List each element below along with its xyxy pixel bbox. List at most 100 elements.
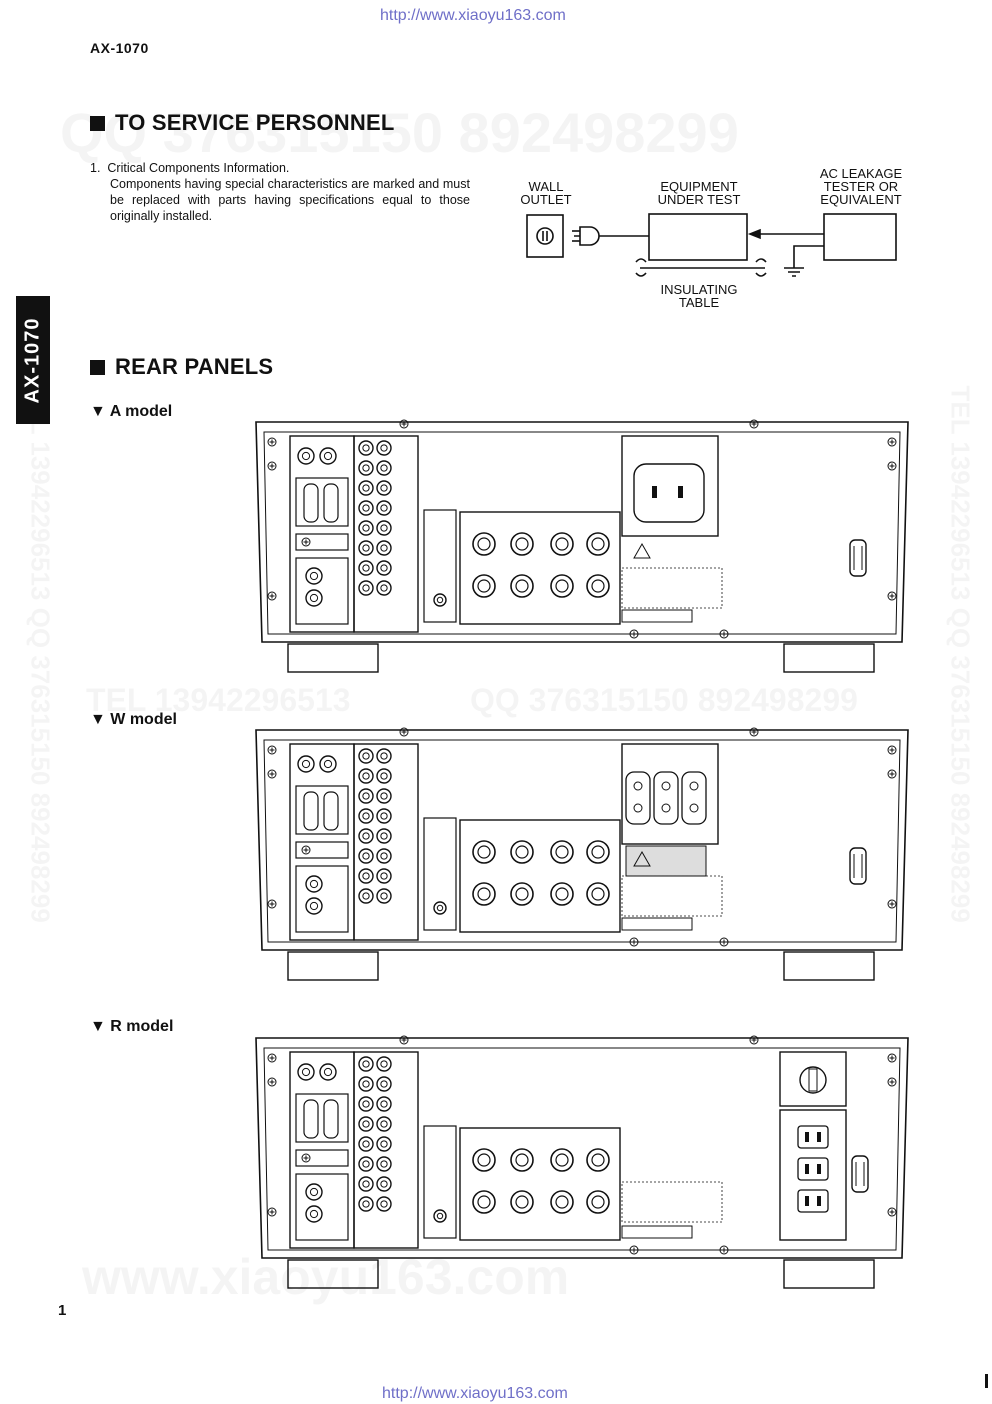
ac-socket-icon: [681, 771, 707, 825]
rca-jack-icon: [305, 1205, 323, 1223]
insulating-table-bracket: [635, 258, 767, 277]
ground-icon: [784, 245, 824, 277]
screw-icon: [887, 1077, 897, 1087]
screw-slot: [751, 1037, 757, 1043]
rca-jack-icon: [358, 540, 374, 556]
screw-icon: [267, 1207, 277, 1217]
tester-line-3: EQUIVALENT: [820, 192, 902, 207]
rca-jack-icon: [376, 480, 392, 496]
speaker-terminal-icon: [550, 1190, 574, 1214]
ac-outlets-panel: [779, 1109, 847, 1241]
rca-jack-icon: [319, 447, 337, 465]
screw-icon: [301, 1153, 311, 1163]
rear-panel-drawing-r: [255, 1035, 909, 1289]
screw-icon: [887, 769, 897, 779]
rca-jack-center: [309, 879, 319, 889]
screw-slot: [269, 771, 275, 777]
rca-jack-center: [301, 1067, 311, 1077]
ac-socket-pin: [689, 781, 699, 791]
rca-jack-icon: [376, 1076, 392, 1092]
ac-outlet-panel: [621, 435, 719, 537]
rca-jack-center: [362, 1160, 370, 1168]
rca-jack-center: [309, 1187, 319, 1197]
part-number-box: [621, 917, 693, 931]
rca-jack-center: [380, 444, 388, 452]
speaker-terminal-icon: [586, 1148, 610, 1172]
equipment-line-2: UNDER TEST: [657, 192, 741, 207]
chassis-inner: [263, 739, 901, 943]
screw-icon: [399, 419, 409, 429]
rca-jack-center: [362, 832, 370, 840]
rca-jack-icon: [358, 480, 374, 496]
rca-jack-center: [323, 451, 333, 461]
voltage-selector-panel: [779, 1051, 847, 1107]
tester-label: AC LEAKAGE TESTER OR EQUIVALENT: [806, 167, 916, 206]
screw-slot: [631, 939, 637, 945]
screw-icon: [267, 769, 277, 779]
screw-slot: [889, 771, 895, 777]
screw-icon: [267, 437, 277, 447]
speaker-terminal-knob: [555, 1153, 569, 1167]
rca-jack-center: [362, 892, 370, 900]
rear-panel-drawing-a: [255, 419, 909, 673]
table-line-1: INSULATING: [660, 282, 738, 297]
rca-jack-center: [380, 1140, 388, 1148]
phono-box: [295, 1173, 349, 1241]
rca-jack-center: [309, 571, 319, 581]
rca-jack-center: [380, 872, 388, 880]
rca-jack-center: [362, 444, 370, 452]
mains-cord-icon: [849, 539, 867, 577]
rca-jack-center: [309, 901, 319, 911]
rca-jack-center: [301, 759, 311, 769]
screw-slot: [303, 847, 309, 853]
screw-slot: [269, 901, 275, 907]
rca-jack-icon: [358, 1096, 374, 1112]
url-bottom-link[interactable]: http://www.xiaoyu163.com: [382, 1385, 568, 1402]
rca-jack-icon: [433, 593, 447, 607]
ac-socket-pin: [633, 803, 643, 813]
ac-outlet-panel: [621, 743, 719, 845]
screw-icon: [399, 727, 409, 737]
rca-jack-center: [362, 792, 370, 800]
speaker-terminal-knob: [477, 845, 491, 859]
foot-left: [287, 951, 379, 981]
screw-slot: [269, 1209, 275, 1215]
rca-jack-icon: [358, 580, 374, 596]
coupler-jumper-icon: [303, 1099, 319, 1139]
rca-jack-center: [380, 504, 388, 512]
model-label-r: ▼ R model: [90, 1018, 174, 1035]
service-title-text: TO SERVICE PERSONNEL: [115, 110, 395, 135]
rca-jack-center: [380, 1120, 388, 1128]
speaker-terminal-icon: [550, 532, 574, 556]
input-board-right: [353, 1051, 419, 1249]
insulating-table-label: INSULATING TABLE: [640, 283, 758, 309]
mains-cord-icon: [849, 847, 867, 885]
coupler-jumper-icon: [323, 791, 339, 831]
rca-jack-center: [362, 484, 370, 492]
ac-socket-slot: [652, 486, 657, 498]
screw-icon: [629, 937, 639, 947]
foot-left: [287, 1259, 379, 1289]
chassis-inner: [263, 431, 901, 635]
input-board-right: [353, 435, 419, 633]
speaker-terminal-icon: [550, 840, 574, 864]
screw-slot: [721, 631, 727, 637]
rca-jack-icon: [376, 788, 392, 804]
rca-jack-icon: [358, 748, 374, 764]
rating-label: [621, 567, 723, 609]
ac-socket-pin: [633, 781, 643, 791]
screw-slot: [269, 463, 275, 469]
screw-icon: [267, 1077, 277, 1087]
url-top-link[interactable]: http://www.xiaoyu163.com: [380, 7, 566, 24]
screw-slot: [401, 1037, 407, 1043]
rca-jack-icon: [376, 868, 392, 884]
rca-jack-center: [380, 1160, 388, 1168]
rca-jack-center: [362, 1080, 370, 1088]
ac-socket-icon: [625, 771, 651, 825]
input-board-right: [353, 743, 419, 941]
watermark-tel-mid: TEL 13942296513: [86, 682, 351, 719]
rca-jack-center: [323, 759, 333, 769]
rca-jack-icon: [376, 748, 392, 764]
gnd-terminal-box: [295, 841, 349, 859]
speaker-terminal-knob: [591, 1153, 605, 1167]
